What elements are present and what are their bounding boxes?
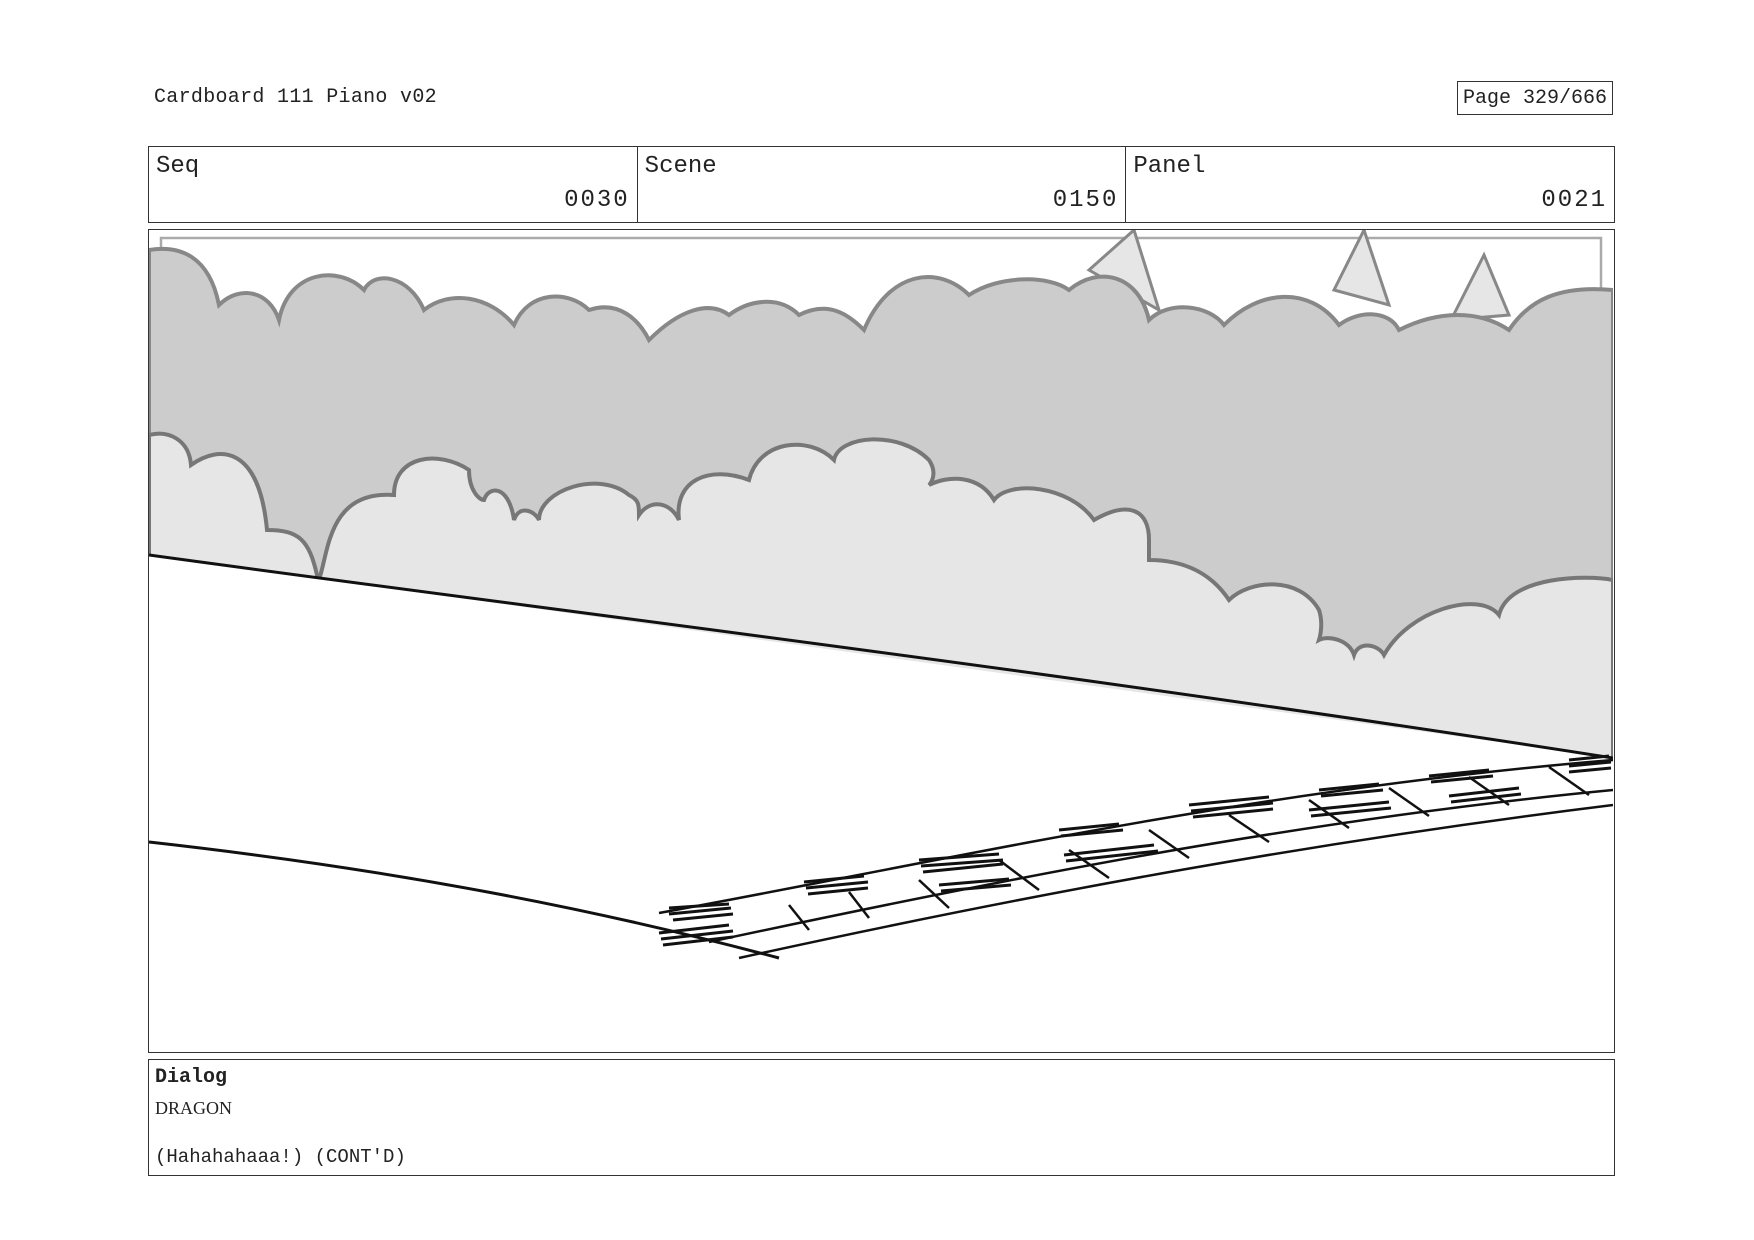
panel-cell: Panel 0021: [1126, 147, 1614, 222]
seq-label: Seq: [156, 153, 200, 180]
black-key-scribbles: [658, 754, 1612, 947]
panel-value: 0021: [1541, 187, 1608, 214]
mountain-peaks: [1086, 230, 1512, 322]
ground-plane: [149, 555, 1613, 1051]
storyboard-panel-image: [148, 229, 1615, 1053]
scene-label: Scene: [644, 153, 717, 180]
panel-header-table: Seq 0030 Scene 0150 Panel 0021: [148, 146, 1615, 223]
scene-cell: Scene 0150: [638, 147, 1127, 222]
storyboard-sketch: [149, 230, 1613, 1051]
seq-value: 0030: [564, 187, 630, 214]
horizon-line: [149, 553, 1613, 760]
dialog-box: Dialog DRAGON (Hahahahaaa!) (CONT'D): [148, 1059, 1615, 1176]
panel-label: Panel: [1133, 153, 1206, 180]
dialog-character-name: DRAGON: [155, 1098, 233, 1118]
document-title: Cardboard 111 Piano v02: [154, 86, 437, 109]
dialog-heading: Dialog: [155, 1066, 228, 1089]
page-number-badge: Page 329/666: [1457, 81, 1613, 115]
lower-edge-line: [149, 840, 780, 960]
dialog-line: (Hahahahaaa!) (CONT'D): [155, 1146, 406, 1168]
scene-value: 0150: [1052, 187, 1119, 214]
seq-cell: Seq 0030: [149, 147, 638, 222]
